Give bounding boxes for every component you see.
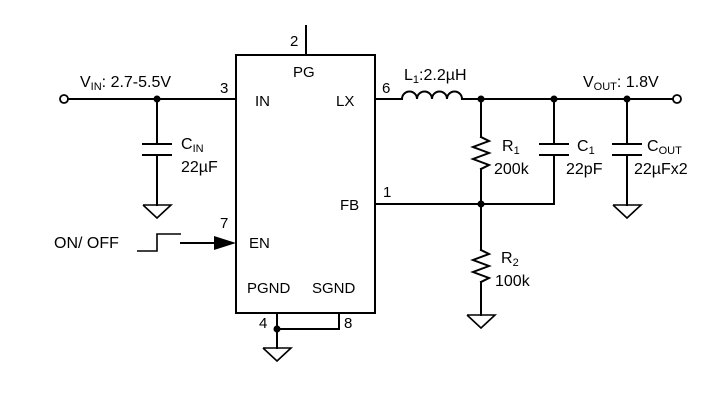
c1-value: 22pF: [566, 161, 603, 178]
pin-number-en: 7: [220, 215, 228, 232]
c1-label: C1: [577, 138, 595, 157]
cout-label: COUT: [647, 138, 682, 157]
cin-value: 22µF: [181, 159, 218, 176]
vout-label: VOUT: 1.8V: [583, 74, 659, 93]
pin-number-lx: 6: [382, 80, 390, 97]
pin-number-fb: 1: [383, 184, 391, 201]
ground-icon-r2: [466, 314, 498, 330]
vout-terminal: [672, 94, 682, 104]
ground-icon-cout: [612, 204, 644, 220]
pin-number-pg: 2: [290, 33, 298, 50]
pin-number-in: 3: [220, 80, 228, 97]
enable-label: ON/ OFF: [54, 235, 119, 252]
cout-value: 22µFx2: [634, 161, 688, 178]
pin-number-pgnd: 4: [259, 315, 267, 332]
pin-name-in: IN: [255, 93, 270, 110]
r2-label: R2: [501, 250, 519, 269]
pin-number-sgnd: 8: [344, 315, 352, 332]
pin-name-pg: PG: [293, 64, 315, 81]
ground-icon-cin: [142, 204, 174, 220]
r1-value: 200k: [494, 161, 530, 178]
r2-value: 100k: [495, 273, 531, 290]
ground-icon-ic: [262, 347, 294, 363]
pin-name-lx: LX: [336, 93, 354, 110]
vin-terminal: [59, 94, 69, 104]
vin-label: VIN: 2.7-5.5V: [80, 74, 171, 93]
pin-name-pgnd: PGND: [247, 280, 291, 297]
pin-name-sgnd: SGND: [312, 280, 356, 297]
l1-label: L1:2.2µH: [404, 67, 467, 86]
enable-arrow-icon: [214, 236, 236, 250]
pin-name-en: EN: [249, 235, 270, 252]
cin-label: CIN: [181, 136, 204, 155]
inductor-l1: [400, 90, 464, 101]
enable-pulse-icon: [137, 233, 181, 252]
resistor-r2: [470, 248, 492, 284]
r1-label: R1: [502, 138, 520, 157]
resistor-r1: [470, 135, 492, 171]
pin-name-fb: FB: [340, 197, 359, 214]
